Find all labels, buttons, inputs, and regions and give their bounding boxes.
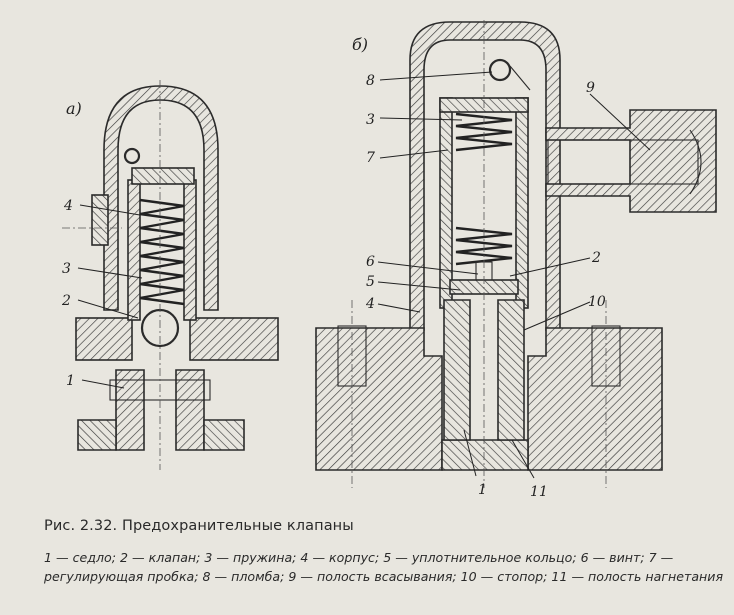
figure-legend: 1 — седло; 2 — клапан; 3 — пружина; 4 — … (44, 550, 724, 584)
callout-a-3: 3 (62, 261, 71, 277)
valve-b-leaders (377, 71, 651, 479)
callout-a-4: 4 (63, 198, 73, 214)
variant-a-label: а) (66, 99, 82, 118)
callout-a-1: 1 (66, 373, 75, 389)
callout-b-7: 7 (366, 150, 375, 166)
callout-b-2: 2 (591, 250, 601, 266)
callout-a-2: 2 (61, 293, 71, 309)
figure-caption: Рис. 2.32. Предохранительные клапаны (44, 518, 354, 534)
callout-b-9: 9 (586, 80, 595, 96)
valve-a-leaders (77, 204, 143, 389)
callout-b-10: 10 (588, 294, 606, 310)
callout-b-4: 4 (365, 296, 375, 312)
callout-b-6: 6 (366, 254, 375, 270)
valve-a-drawing (62, 80, 279, 470)
callout-b-1: 1 (478, 482, 487, 498)
valve-b-drawing (315, 20, 717, 488)
technical-drawing: а) 4 3 2 1 (61, 20, 717, 500)
callout-b-3: 3 (366, 112, 375, 128)
callout-b-5: 5 (366, 274, 375, 290)
callout-b-11: 11 (530, 484, 548, 500)
variant-b-label: б) (352, 35, 368, 54)
callout-b-8: 8 (366, 73, 375, 89)
